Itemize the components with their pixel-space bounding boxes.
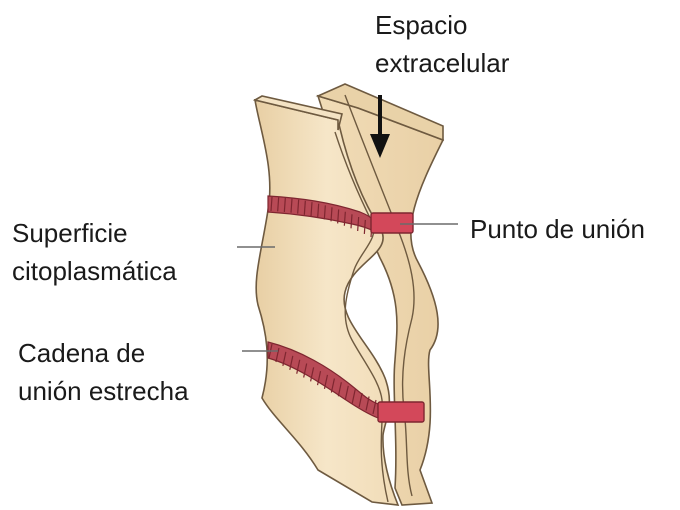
label-tight-junction-strand-line2: unión estrecha <box>18 372 189 410</box>
junction-point-lower <box>378 402 424 422</box>
label-extracellular-space-line1: Espacio <box>375 6 509 44</box>
label-junction-point-line1: Punto de unión <box>470 210 645 248</box>
label-cytoplasmic-surface-line1: Superficie <box>12 214 177 252</box>
label-extracellular-space: Espacio extracelular <box>375 6 509 82</box>
label-junction-point: Punto de unión <box>470 210 645 248</box>
label-cytoplasmic-surface-line2: citoplasmática <box>12 252 177 290</box>
label-tight-junction-strand: Cadena de unión estrecha <box>18 334 189 410</box>
junction-point-upper <box>371 213 413 233</box>
label-extracellular-space-line2: extracelular <box>375 44 509 82</box>
label-cytoplasmic-surface: Superficie citoplasmática <box>12 214 177 290</box>
label-tight-junction-strand-line1: Cadena de <box>18 334 189 372</box>
